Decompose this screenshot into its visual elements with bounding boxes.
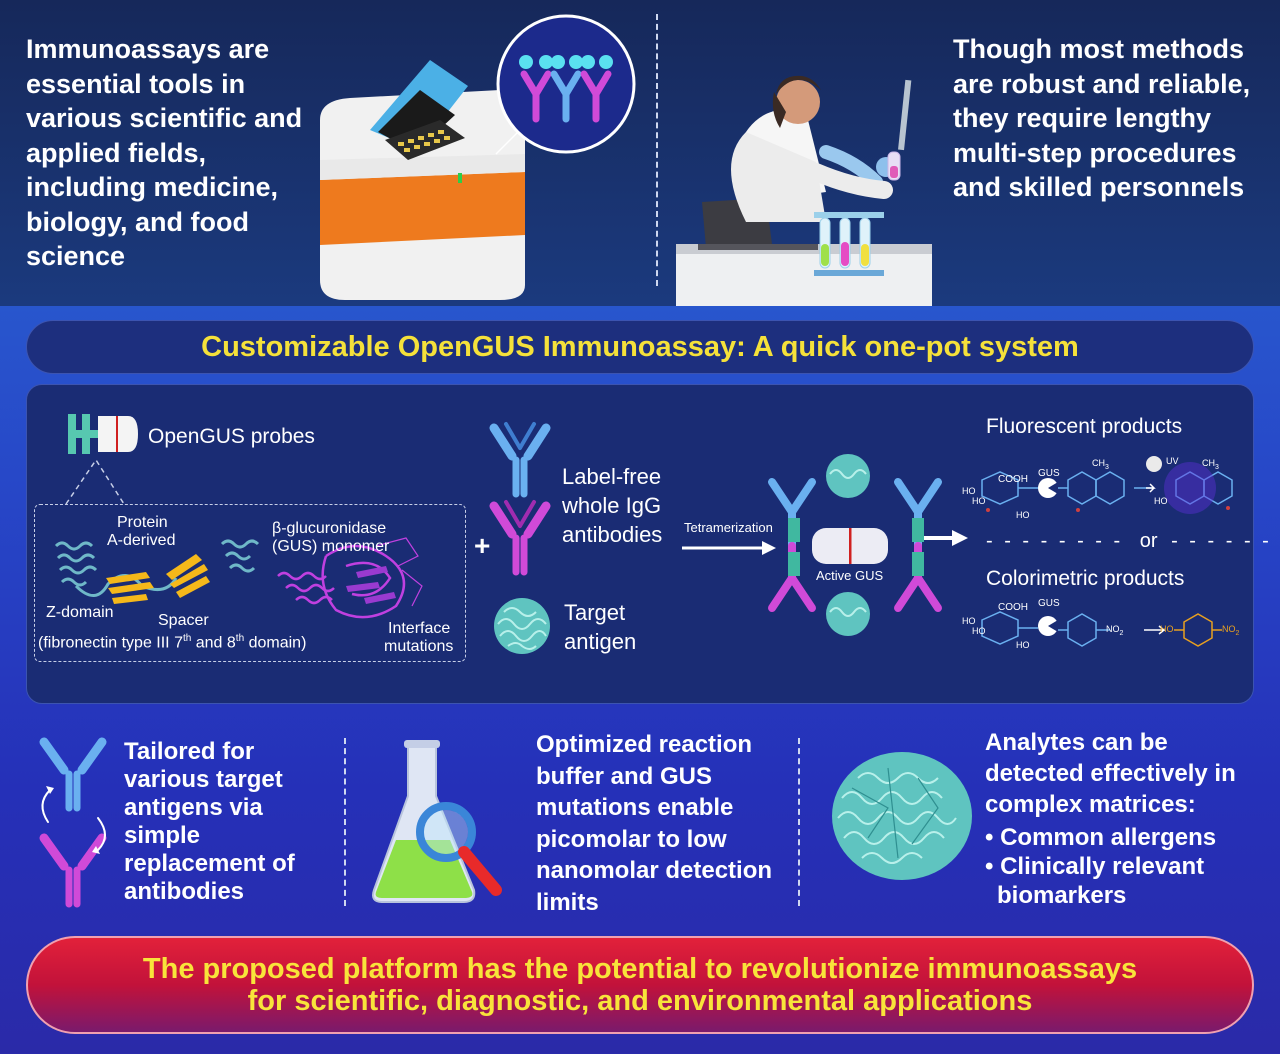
chem-ho-3: HO bbox=[1016, 510, 1030, 520]
bottom-divider-2 bbox=[798, 738, 800, 906]
or-dashes-right: - - - - - - - - bbox=[1171, 530, 1280, 552]
tailored-text: Tailored for various target antigens via… bbox=[124, 738, 295, 905]
chem-no2-1-text: NO bbox=[1106, 624, 1120, 634]
gus-monomer-label-2: (GUS) monomer bbox=[272, 538, 390, 555]
colorimetric-products-label: Colorimetric products bbox=[986, 567, 1185, 590]
target-antigen-icon bbox=[494, 598, 550, 654]
chem-ho-8: HO bbox=[1160, 624, 1174, 634]
or-dashes-left: - - - - - - - - bbox=[986, 530, 1132, 552]
chem-no2-2-sub: 2 bbox=[1235, 629, 1240, 637]
chem-ho-2: HO bbox=[972, 496, 986, 506]
chem-ch3-2-sub: 3 bbox=[1215, 463, 1219, 471]
antigen-cluster-icon bbox=[832, 752, 972, 880]
conclusion-banner: The proposed platform has the potential … bbox=[26, 936, 1254, 1034]
chem-ch3-1: CH3 bbox=[1092, 458, 1109, 471]
chem-gus-1: GUS bbox=[1038, 468, 1060, 479]
chem-ho-1: HO bbox=[962, 486, 976, 496]
active-gus-label: Active GUS bbox=[816, 568, 884, 583]
conclusion-line-2: for scientific, diagnostic, and environm… bbox=[247, 985, 1033, 1017]
tetramerization-label: Tetramerization bbox=[684, 520, 773, 535]
probe-structure-box bbox=[34, 504, 466, 662]
bottom-divider-1 bbox=[344, 738, 346, 906]
antibody-blue-icon bbox=[489, 422, 551, 498]
chem-ho-6: HO bbox=[972, 626, 986, 636]
intro-text-left: Immunoassays are essential tools in vari… bbox=[26, 34, 303, 271]
antibody-swap-icon bbox=[39, 737, 107, 908]
or-separator: - - - - - - - - or - - - - - - - - bbox=[986, 530, 1280, 552]
chem-ho-4: HO bbox=[1154, 496, 1168, 506]
fibronectin-sup-b: th bbox=[235, 633, 245, 644]
conclusion-line-1: The proposed platform has the potential … bbox=[142, 953, 1138, 985]
chem-ch3-1-sub: 3 bbox=[1105, 463, 1109, 471]
bullet-allergens: • Common allergens bbox=[985, 824, 1217, 851]
bullet-biomarkers: • Clinically relevant bbox=[985, 853, 1205, 880]
main-title: Customizable OpenGUS Immunoassay: A quic… bbox=[201, 330, 1079, 363]
chem-cooh-2: COOH bbox=[998, 602, 1028, 613]
plus-sign: + bbox=[474, 530, 491, 561]
top-divider bbox=[656, 14, 658, 286]
colorimetric-reaction-diagram bbox=[981, 611, 1222, 647]
chem-ch3-1-text: CH bbox=[1092, 458, 1105, 468]
chem-no2-1-sub: 2 bbox=[1119, 629, 1124, 637]
z-domain-label: Z-domain bbox=[46, 604, 114, 621]
tetramerization-arrow bbox=[682, 541, 776, 555]
target-antigen-line-2: antigen bbox=[564, 629, 637, 654]
title-bar: Customizable OpenGUS Immunoassay: A quic… bbox=[26, 320, 1254, 374]
label-free-line-3: antibodies bbox=[562, 522, 663, 547]
chem-no2-2: NO2 bbox=[1222, 624, 1239, 637]
fibronectin-text-c: domain) bbox=[244, 634, 307, 652]
chem-gus-2: GUS bbox=[1038, 598, 1060, 609]
chem-no2-1: NO2 bbox=[1106, 624, 1123, 637]
intro-text-right: Though most methods are robust and relia… bbox=[953, 34, 1251, 202]
or-text: or bbox=[1139, 530, 1158, 552]
chem-ho-7: HO bbox=[1016, 640, 1030, 650]
chem-uv: UV bbox=[1166, 456, 1179, 466]
protein-a-label-2: A-derived bbox=[107, 532, 176, 549]
gus-monomer-label-1: β-glucuronidase bbox=[272, 520, 387, 537]
fluorescent-reaction-diagram bbox=[981, 456, 1233, 514]
optimized-text: Optimized reaction buffer and GUS mutati… bbox=[536, 731, 773, 916]
callout-pointer bbox=[65, 458, 125, 505]
protein-a-label-1: Protein bbox=[117, 514, 168, 531]
plate-reader-illustration bbox=[320, 60, 525, 300]
antibody-zoom-circle bbox=[495, 14, 636, 155]
chem-ch3-2: CH3 bbox=[1202, 458, 1219, 471]
analytes-intro-text: Analytes can be detected effectively in … bbox=[985, 729, 1236, 818]
scientist-illustration bbox=[676, 75, 932, 306]
active-gus-complex bbox=[768, 454, 942, 636]
interface-label-1: Interface bbox=[388, 620, 451, 637]
label-free-line-1: Label-free bbox=[562, 464, 662, 489]
flask-magnifier-icon bbox=[372, 740, 502, 903]
mechanism-panel bbox=[26, 384, 1254, 704]
chem-ho-5: HO bbox=[962, 616, 976, 626]
target-antigen-line-1: Target bbox=[564, 600, 626, 625]
chem-ch3-2-text: CH bbox=[1202, 458, 1215, 468]
chem-cooh-1: COOH bbox=[998, 474, 1028, 485]
fibronectin-text-a: (fibronectin type III 7 bbox=[38, 634, 183, 652]
fluorescent-products-label: Fluorescent products bbox=[986, 415, 1183, 438]
chem-no2-2-text: NO bbox=[1222, 624, 1236, 634]
spacer-label: Spacer bbox=[158, 612, 209, 629]
top-banner bbox=[0, 0, 1280, 306]
label-free-line-2: whole IgG bbox=[562, 493, 662, 518]
interface-label-2: mutations bbox=[384, 638, 454, 655]
fibronectin-sup-a: th bbox=[182, 633, 192, 644]
opengus-probes-label: OpenGUS probes bbox=[148, 425, 315, 448]
fibronectin-text-b: and 8 bbox=[191, 634, 236, 652]
opengus-probe-icon bbox=[68, 414, 138, 454]
fibronectin-label: (fibronectin type III 7th and 8th domain… bbox=[38, 630, 306, 652]
bullet-biomarkers-cont: biomarkers bbox=[997, 882, 1127, 909]
result-arrow bbox=[924, 530, 968, 546]
protein-structure-illustration bbox=[54, 537, 423, 619]
antibody-pink-icon bbox=[489, 500, 551, 576]
